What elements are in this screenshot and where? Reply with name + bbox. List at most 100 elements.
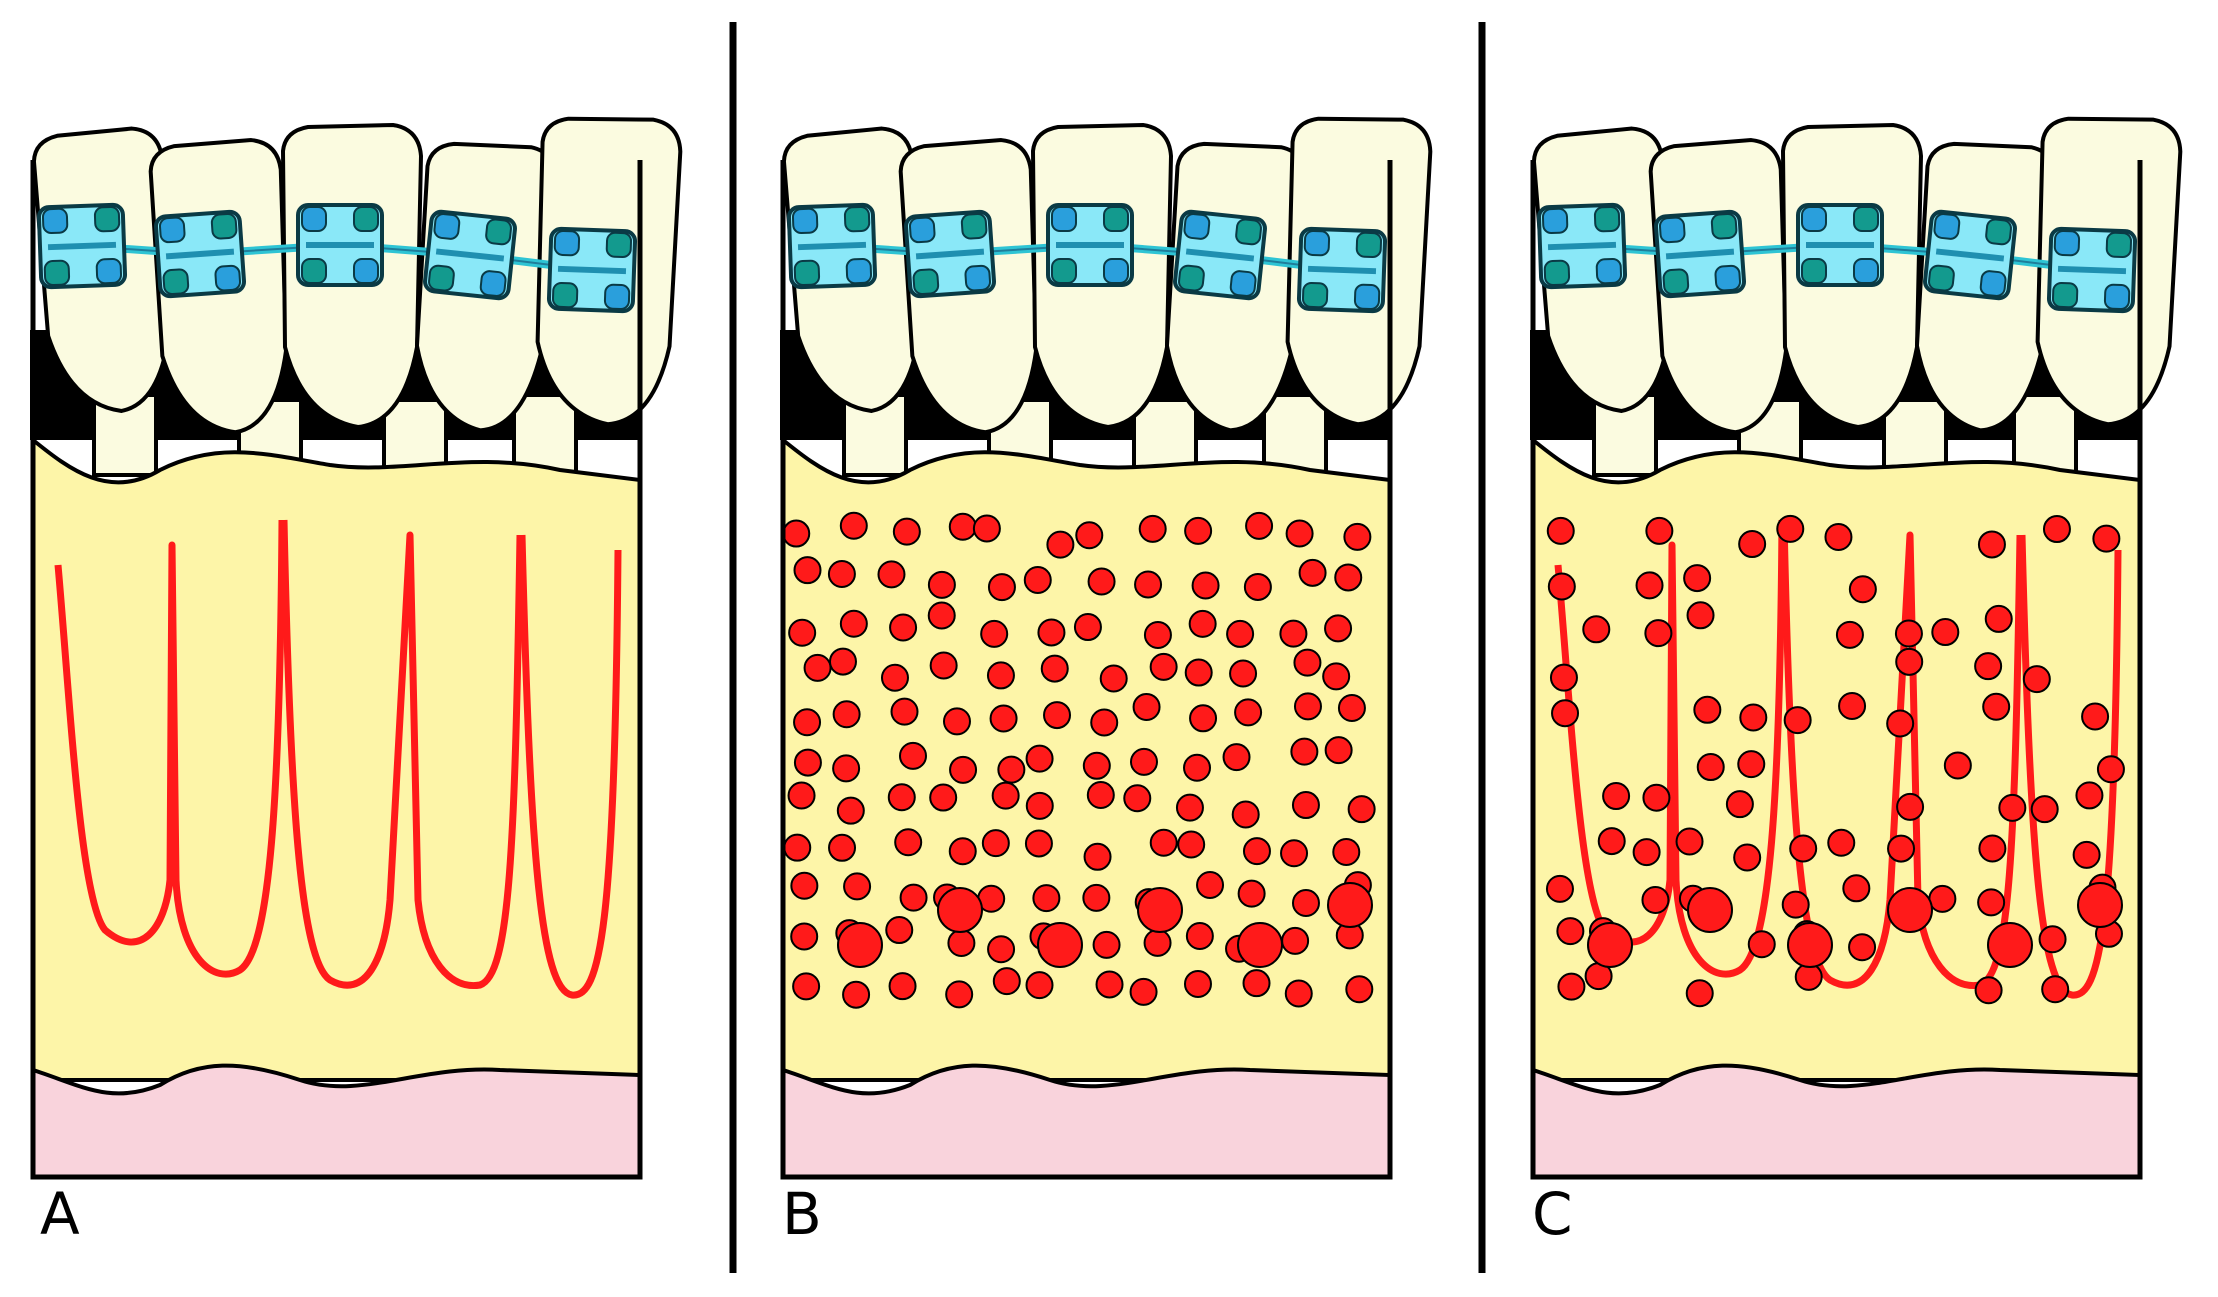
dot-marker [787, 781, 816, 810]
dot-marker [1149, 828, 1178, 857]
bracket-wing [1593, 205, 1621, 233]
bracket-wing [1853, 258, 1879, 284]
dot-marker [1123, 784, 1152, 813]
bracket-wing [791, 207, 819, 235]
dot-marker [972, 514, 1001, 543]
dot-marker [1632, 838, 1661, 867]
dot-marker [1982, 692, 2011, 721]
dot-marker [892, 517, 921, 546]
dot-marker [1733, 843, 1762, 872]
dot-marker [989, 704, 1018, 733]
dot-marker [1886, 709, 1915, 738]
dot-marker [1043, 701, 1072, 730]
bracket-wing [1103, 258, 1129, 284]
dot-marker [1725, 790, 1754, 819]
dot-marker [1334, 563, 1363, 592]
dot-marker [1083, 842, 1112, 871]
dot-marker [992, 967, 1021, 996]
dot-marker [1231, 800, 1260, 829]
dot-marker [890, 697, 919, 726]
dot-marker [843, 872, 872, 901]
bracket-wing [1801, 206, 1827, 232]
bracket-wing [1541, 207, 1569, 235]
dot-marker [1143, 928, 1172, 957]
dot-marker [889, 613, 918, 642]
dot-marker [1582, 615, 1611, 644]
bracket-icon [423, 209, 517, 301]
dot-marker [945, 980, 974, 1009]
bracket-wing [1933, 213, 1961, 240]
dot-marker [1242, 837, 1271, 866]
dot-marker [842, 980, 871, 1009]
dot-marker [1191, 571, 1220, 600]
dot-marker [1984, 604, 2013, 633]
dot-marker [986, 661, 1015, 690]
bracket-slot [1307, 265, 1377, 275]
dot-marker [792, 972, 821, 1001]
dot-marker [839, 511, 868, 540]
bracket-wing [1103, 206, 1129, 232]
dot-marker [1645, 516, 1674, 545]
dot-marker [1337, 694, 1366, 723]
bracket-icon [1173, 209, 1267, 301]
dot-marker [1783, 706, 1812, 735]
bracket-slot [797, 241, 867, 251]
dot-marker [803, 653, 832, 682]
dot-marker [1243, 572, 1272, 601]
bracket-wing [1229, 270, 1257, 297]
panel-label-c: C [1532, 1180, 1573, 1248]
dot-marker [1129, 747, 1158, 776]
dot-marker [1090, 708, 1119, 737]
dot-marker [1789, 834, 1818, 863]
large-dot-marker [2077, 882, 2123, 928]
dot-marker [1189, 704, 1218, 733]
bracket-slot [47, 241, 117, 251]
dot-marker [1175, 793, 1204, 822]
dot-marker [898, 741, 927, 770]
gingiva [781, 1063, 1392, 1179]
dot-marker [1597, 827, 1626, 856]
bracket-wing [960, 212, 988, 240]
dot-marker [1895, 647, 1924, 676]
dot-marker [1281, 926, 1310, 955]
bracket-wing [1714, 264, 1742, 292]
bracket-icon [2046, 226, 2138, 314]
dot-marker [1087, 567, 1116, 596]
bracket-wing [1235, 218, 1262, 246]
large-dot-marker [1037, 922, 1083, 968]
gingiva [1531, 1063, 2142, 1179]
large-dot-marker [837, 922, 883, 968]
bracket-wing [1801, 258, 1827, 284]
dot-marker [2022, 665, 2051, 694]
dot-marker [942, 707, 971, 736]
dot-marker [887, 783, 916, 812]
bracket-icon [1296, 226, 1388, 314]
large-dot-marker [1327, 882, 1373, 928]
dot-marker [885, 916, 914, 945]
bracket-wing [2051, 281, 2079, 309]
panel-a [30, 116, 683, 1180]
bracket-wing [41, 207, 69, 235]
dot-marker [1943, 751, 1972, 780]
bracket-icon [36, 202, 128, 290]
dot-marker [877, 560, 906, 589]
dot-marker [783, 833, 812, 862]
tooth-neck [512, 393, 578, 477]
dot-marker [1974, 652, 2003, 681]
dot-marker [2041, 975, 2070, 1004]
bracket-wing [1051, 258, 1077, 284]
dot-marker [839, 609, 868, 638]
dot-marker [1978, 834, 2007, 863]
dot-marker [1998, 793, 2027, 822]
bracket-wing [2105, 231, 2133, 259]
bracket-wing [479, 270, 507, 297]
dot-marker [1551, 699, 1580, 728]
dot-marker [793, 708, 822, 737]
dot-marker [1082, 883, 1111, 912]
bracket-icon [1653, 209, 1747, 299]
dot-marker [880, 663, 909, 692]
dot-marker [1290, 737, 1319, 766]
dot-marker [782, 519, 811, 548]
bracket-wing [1301, 281, 1329, 309]
dot-marker [1095, 970, 1124, 999]
